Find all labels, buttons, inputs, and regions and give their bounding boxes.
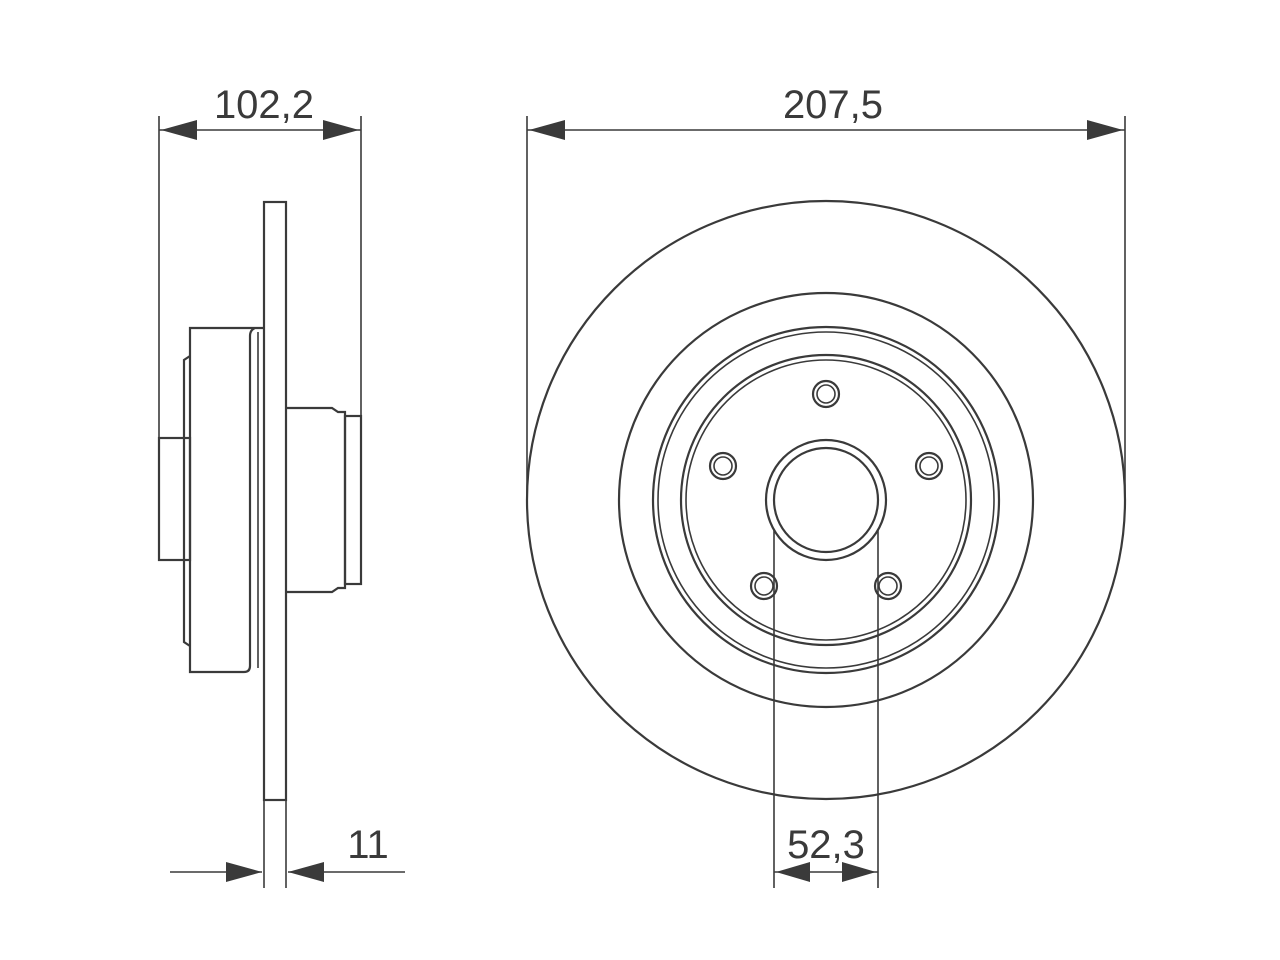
friction-ring-inner: [617, 291, 1035, 709]
outer-edge: [525, 199, 1127, 801]
bolt-holes: [708, 379, 944, 601]
bolt-hole: [914, 451, 944, 481]
bolt-hole: [873, 571, 903, 601]
bearing-ring: [182, 355, 191, 647]
dim-52-arrow-right: [842, 862, 876, 882]
bolt-hole: [878, 576, 898, 596]
bolt-hole: [811, 379, 841, 409]
dim-102-arrow-right: [323, 120, 359, 140]
hub-cap-right: [286, 406, 347, 594]
bolt-hole: [713, 456, 733, 476]
hub-body-left: [188, 326, 264, 674]
center-bore-inner: [772, 446, 880, 554]
dim-207-arrow-left: [529, 120, 565, 140]
hat-inner-2: [685, 359, 967, 641]
hat-outer-2: [657, 331, 995, 669]
dim-center-bore-label: 52,3: [787, 823, 865, 867]
bolt-hole: [708, 451, 738, 481]
disc-plate: [262, 200, 288, 802]
hub-cap-end: [343, 414, 363, 586]
dim-207-arrow-right: [1087, 120, 1123, 140]
dim-11-arrow-right: [288, 862, 324, 882]
hat-inner: [679, 353, 973, 647]
bolt-hole: [919, 456, 939, 476]
dim-disc-thickness-label: 11: [347, 823, 389, 867]
axle-stub: [157, 436, 192, 562]
center-bore-outer: [764, 438, 888, 562]
hat-outer: [651, 325, 1001, 675]
bolt-hole: [816, 384, 836, 404]
bolt-hole: [754, 576, 774, 596]
bolt-hole: [749, 571, 779, 601]
dim-102-arrow-left: [161, 120, 197, 140]
dim-52-arrow-left: [776, 862, 810, 882]
dim-outer-diameter-label: 207,5: [783, 83, 883, 127]
side-view: 102,2 11: [157, 83, 405, 888]
front-view: 207,5 52,3: [525, 83, 1127, 888]
dim-11-arrow-left: [226, 862, 262, 882]
dim-hub-height-label: 102,2: [214, 83, 314, 127]
